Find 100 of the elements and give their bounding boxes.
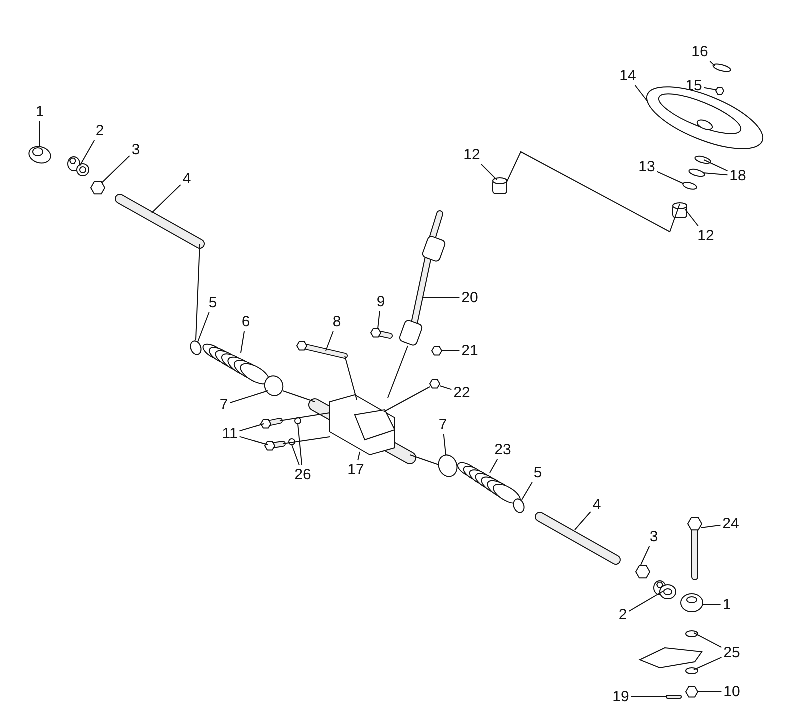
leader-line — [628, 590, 664, 612]
leader-line — [240, 331, 245, 354]
assembly-line — [384, 386, 430, 412]
assembly-line — [506, 151, 680, 233]
leader-line — [102, 156, 130, 184]
callout-number: 3 — [650, 528, 658, 546]
callout-number: 6 — [242, 314, 250, 330]
callout-number: 17 — [348, 462, 364, 478]
ball-joint-drawing — [68, 156, 90, 176]
bushing-drawing — [672, 202, 688, 218]
assembly-line — [282, 390, 316, 402]
leader-line — [80, 140, 96, 166]
leader-line — [694, 657, 722, 670]
tie-rod-end-drawing — [28, 146, 52, 164]
callout-number: 16 — [692, 44, 708, 60]
callout-number: 1 — [36, 104, 44, 120]
callout-number: 4 — [592, 496, 602, 514]
assembly-line — [280, 412, 330, 422]
callout-number: 5 — [534, 464, 542, 482]
clamp-ring-drawing — [513, 498, 525, 514]
assembly-line — [344, 356, 358, 400]
callout-number: 23 — [494, 442, 512, 458]
leader-line — [710, 61, 716, 66]
leader-line — [230, 390, 268, 404]
leader-line — [442, 350, 460, 352]
callout-number: 20 — [462, 290, 478, 306]
callout-number: 7 — [220, 396, 228, 414]
tie-rod-drawing — [535, 512, 621, 565]
clamp-ring-drawing — [264, 376, 284, 396]
leader-line — [704, 87, 716, 90]
clamp-ring-drawing — [190, 340, 202, 356]
leader-line — [358, 452, 360, 461]
nut-drawing — [429, 379, 441, 389]
nut-drawing — [90, 181, 106, 195]
ball-joint-drawing — [654, 580, 676, 600]
tie-rod-end-drawing — [680, 594, 704, 612]
washer-drawing — [686, 630, 698, 638]
assembly-line — [282, 436, 330, 444]
washer-drawing — [694, 156, 712, 164]
assembly-line — [196, 244, 200, 340]
leader-line — [198, 312, 210, 342]
nut-drawing — [431, 346, 443, 356]
callout-number: 26 — [294, 466, 312, 484]
leader-line — [702, 172, 728, 176]
bolt-drawing — [687, 517, 703, 580]
leader-line — [630, 696, 668, 698]
assembly-line — [410, 454, 440, 466]
leader-line — [634, 85, 648, 102]
steering-shaft-drawing — [398, 210, 447, 347]
steering-rack-drawing — [308, 394, 416, 464]
bolt-drawing — [260, 418, 283, 429]
nut-drawing — [685, 686, 699, 698]
cotter-pin-drawing — [666, 695, 682, 699]
leader-line — [704, 160, 728, 172]
callout-number: 12 — [464, 146, 480, 164]
callout-number: 12 — [698, 228, 714, 244]
leader-line — [298, 424, 303, 466]
washer-drawing — [688, 168, 706, 178]
leader-line — [522, 482, 533, 500]
bolt-drawing — [264, 441, 286, 451]
callout-number: 9 — [376, 294, 386, 310]
leader-line — [700, 524, 722, 528]
bellows-boot-drawing — [202, 344, 270, 385]
leader-line — [378, 311, 380, 330]
nut-drawing — [635, 565, 651, 579]
leader-line — [152, 184, 182, 214]
leader-line — [440, 386, 452, 390]
callout-number: 5 — [208, 294, 218, 312]
callout-number: 3 — [132, 142, 140, 158]
callout-number: 21 — [462, 342, 478, 360]
leader-line — [702, 604, 722, 606]
leader-line — [656, 171, 684, 184]
callout-number: 15 — [686, 78, 702, 94]
leader-line — [481, 164, 498, 180]
washer-drawing — [686, 668, 698, 674]
leader-line — [490, 459, 498, 474]
callout-number: 7 — [438, 416, 448, 434]
tie-rod-drawing — [115, 194, 205, 249]
cap-drawing — [712, 64, 732, 72]
callout-number: 25 — [724, 644, 740, 662]
callout-number: 2 — [96, 122, 104, 140]
leader-line — [239, 436, 268, 446]
callout-number: 4 — [182, 170, 192, 188]
clamp-ring-drawing — [438, 454, 458, 478]
leader-line — [326, 331, 334, 352]
leader-line — [694, 632, 722, 648]
callout-number: 13 — [638, 158, 656, 176]
callout-number: 14 — [620, 68, 636, 84]
leader-line — [684, 208, 700, 227]
callout-number: 24 — [722, 516, 740, 532]
bellows-boot-drawing — [457, 462, 521, 504]
bolt-drawing — [296, 341, 348, 359]
callout-number: 2 — [618, 606, 628, 624]
assembly-line — [388, 346, 408, 398]
leader-line — [239, 424, 264, 432]
callout-number: 19 — [612, 688, 630, 706]
callout-number: 11 — [222, 426, 238, 442]
callout-number: 1 — [722, 596, 732, 614]
leader-line — [292, 444, 300, 466]
bolt-drawing — [370, 328, 393, 339]
